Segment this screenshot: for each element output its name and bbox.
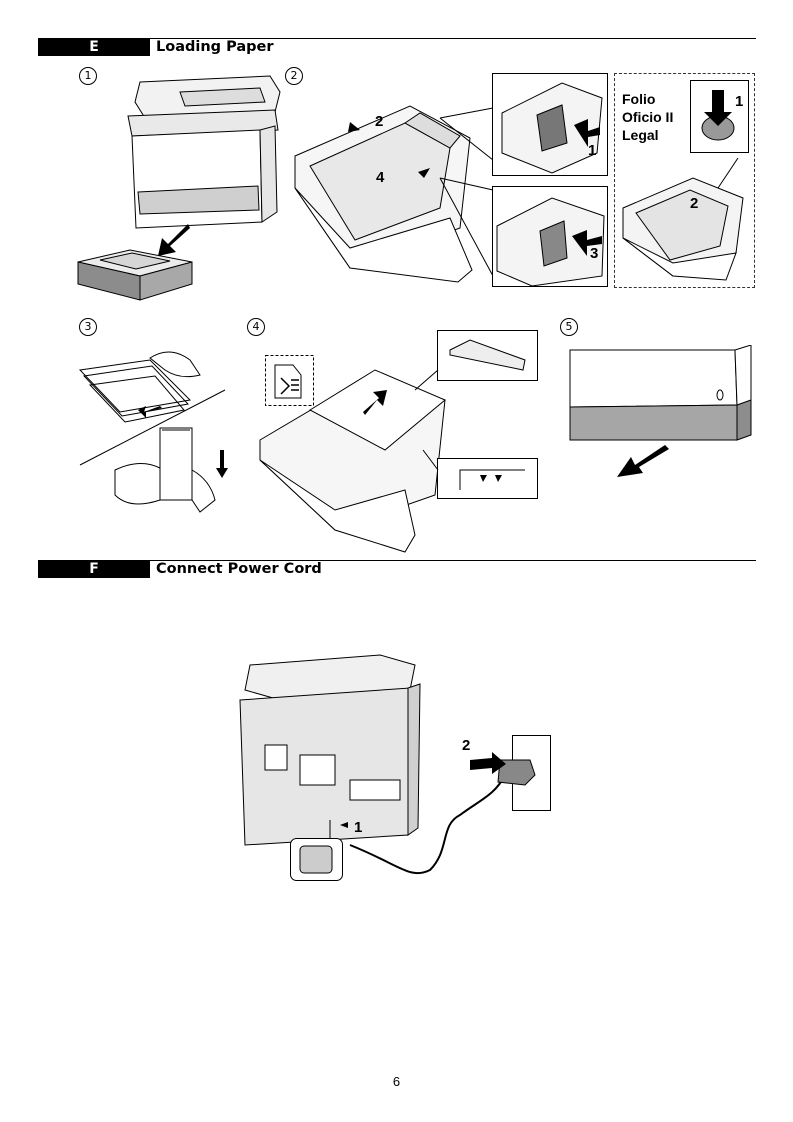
length-guide-inset: 1 — [492, 73, 608, 176]
paper-size-legal: Legal — [622, 127, 659, 143]
callout-label: 1 — [354, 819, 362, 836]
printer-tray-out-illustration — [70, 72, 285, 312]
callout-label: 2 — [462, 737, 470, 754]
callout-label: 2 — [375, 113, 383, 130]
step-number: 3 — [79, 318, 97, 336]
width-guide-inset: 3 — [492, 186, 608, 287]
paper-size-list: Folio Oficio II Legal — [622, 90, 673, 144]
callout-label: 4 — [376, 169, 385, 186]
insert-cassette-illustration — [565, 345, 755, 490]
stopper-inset: 1 — [690, 80, 750, 155]
step-number: 4 — [247, 318, 265, 336]
page-number: 6 — [392, 1074, 401, 1089]
step-number: 1 — [79, 67, 97, 85]
paper-size-note-box — [614, 73, 755, 288]
callout-label: 3 — [590, 245, 598, 262]
load-paper-illustration — [255, 330, 545, 555]
cassette-guides-illustration: 2 4 — [290, 78, 610, 293]
small-cassette-illustration: 2 — [618, 158, 750, 283]
fan-paper-illustration — [70, 340, 240, 525]
section-title: Loading Paper — [156, 39, 274, 55]
section-e-header: E Loading Paper — [38, 38, 756, 57]
paper-size-oficio: Oficio II — [622, 109, 674, 125]
callout-label: 1 — [588, 142, 596, 159]
section-f-header: F Connect Power Cord — [38, 560, 756, 579]
callout-label: 2 — [690, 195, 698, 212]
section-letter: F — [38, 561, 150, 578]
section-title: Connect Power Cord — [156, 561, 322, 577]
callout-label: 1 — [735, 93, 743, 110]
step-number: 2 — [285, 67, 303, 85]
power-cord-illustration: 1 2 — [230, 650, 565, 885]
paper-size-folio: Folio — [622, 91, 656, 107]
section-letter: E — [38, 39, 150, 56]
step-number: 5 — [560, 318, 578, 336]
